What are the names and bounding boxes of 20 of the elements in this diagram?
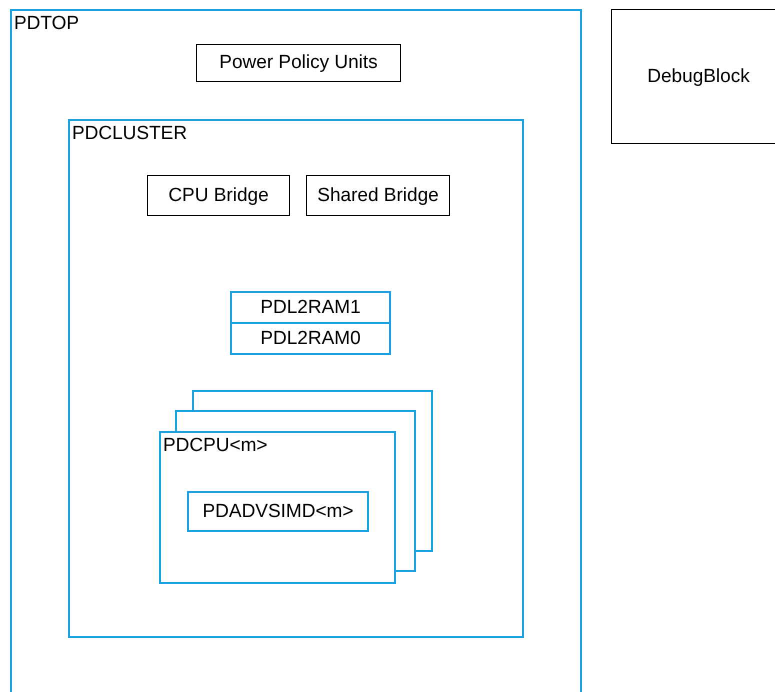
container-box	[68, 119, 524, 638]
block-label: Power Policy Units	[219, 52, 378, 74]
block-box	[306, 175, 450, 216]
block-box	[611, 9, 775, 144]
block-box	[230, 322, 391, 355]
container-box	[10, 9, 582, 692]
container-title: PDTOP	[14, 13, 80, 35]
block-label: DebugBlock	[647, 66, 750, 88]
block-label: PDL2RAM1	[260, 296, 361, 318]
block-label: PDL2RAM0	[260, 328, 361, 350]
block-label: PDADVSIMD<m>	[202, 500, 354, 522]
block-box	[187, 491, 369, 532]
container-box	[159, 431, 396, 584]
block-label: Shared Bridge	[317, 184, 439, 206]
block-box	[196, 44, 401, 82]
block-box	[230, 291, 391, 324]
block-box	[147, 175, 290, 216]
block-label: CPU Bridge	[168, 184, 269, 206]
container-title: PDCLUSTER	[72, 123, 188, 145]
container-title: PDCPU<m>	[163, 435, 268, 457]
